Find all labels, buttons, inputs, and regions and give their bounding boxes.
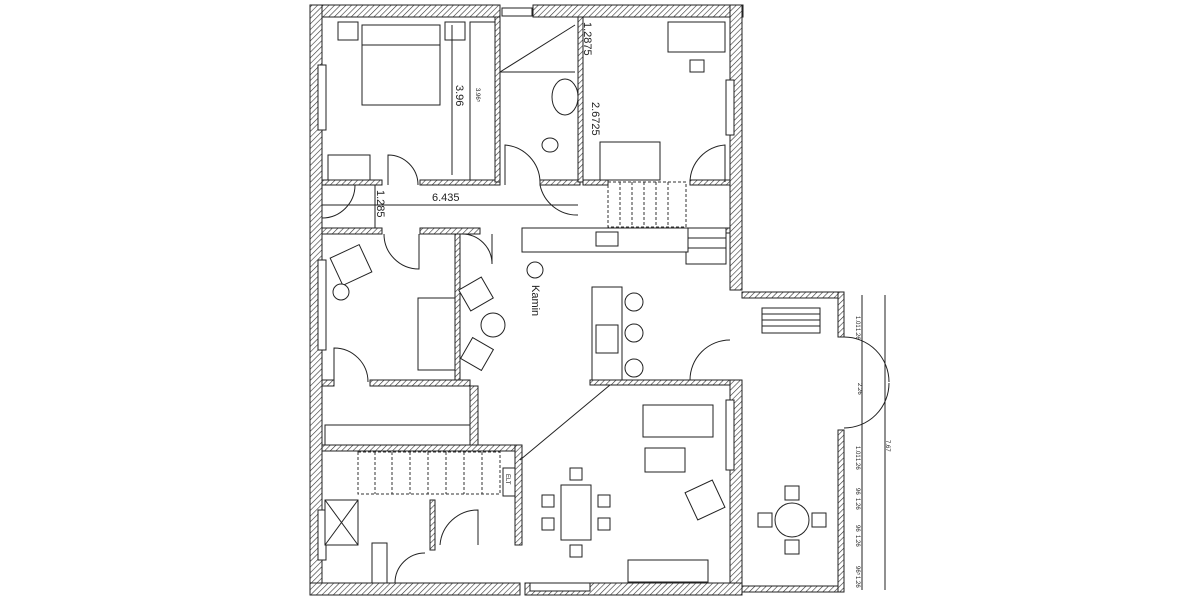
svg-text:1.285: 1.285	[374, 190, 386, 218]
svg-text:1.26: 1.26	[854, 535, 860, 547]
svg-text:2.6725: 2.6725	[589, 102, 601, 136]
bedroom-2	[599, 21, 726, 181]
fireplace	[526, 261, 544, 279]
svg-text:1.26: 1.26	[854, 328, 860, 340]
bedroom: 3.96 3.96⁵	[327, 21, 496, 181]
svg-text:96⁵: 96⁵	[854, 566, 861, 576]
living-room	[324, 243, 726, 583]
kitchen-sink	[595, 231, 619, 247]
kitchen: Kamin	[519, 227, 689, 461]
svg-text:6.435: 6.435	[432, 192, 460, 204]
staircase-upper	[607, 181, 727, 265]
svg-text:2.26: 2.26	[856, 383, 862, 395]
svg-text:1.2875: 1.2875	[581, 22, 593, 56]
svg-text:1.26: 1.26	[854, 458, 860, 470]
round-table	[774, 502, 810, 538]
doors	[321, 144, 731, 584]
office-chair	[689, 59, 705, 73]
elevator	[502, 467, 516, 497]
svg-text:3.96: 3.96	[453, 85, 465, 106]
sofa-2	[642, 404, 714, 438]
svg-text:7.67: 7.67	[884, 440, 890, 452]
svg-text:1.26: 1.26	[854, 576, 860, 588]
svg-text:Kamin: Kamin	[529, 285, 541, 316]
svg-text:1.26: 1.26	[854, 498, 860, 510]
dining-table	[560, 484, 592, 541]
svg-text:96: 96	[854, 488, 860, 495]
windows	[317, 7, 735, 592]
sink	[551, 78, 579, 116]
toilet	[541, 137, 559, 153]
bed	[599, 141, 661, 181]
svg-text:ELT: ELT	[504, 474, 510, 485]
svg-text:1.01: 1.01	[854, 446, 860, 458]
staircase-lower: ELT	[324, 451, 516, 584]
wardrobe	[469, 21, 496, 181]
sofa	[417, 297, 456, 371]
dining-area	[541, 467, 611, 558]
svg-text:1.01: 1.01	[854, 316, 860, 328]
svg-text:96: 96	[854, 525, 860, 532]
corridor-dimensions: 6.435 1.285	[322, 185, 578, 228]
svg-text:3.96⁵: 3.96⁵	[474, 88, 481, 103]
sunroom	[741, 291, 890, 593]
interior-walls	[321, 16, 731, 551]
desk	[667, 21, 726, 53]
cooktop	[595, 324, 619, 354]
coffee-table	[644, 447, 686, 473]
bathroom: 1.2875 2.6725	[499, 22, 601, 153]
sunroom-dimensions: 1.01 1.26 2.26 1.01 1.26 96 1.26 96 1.26…	[854, 316, 890, 588]
